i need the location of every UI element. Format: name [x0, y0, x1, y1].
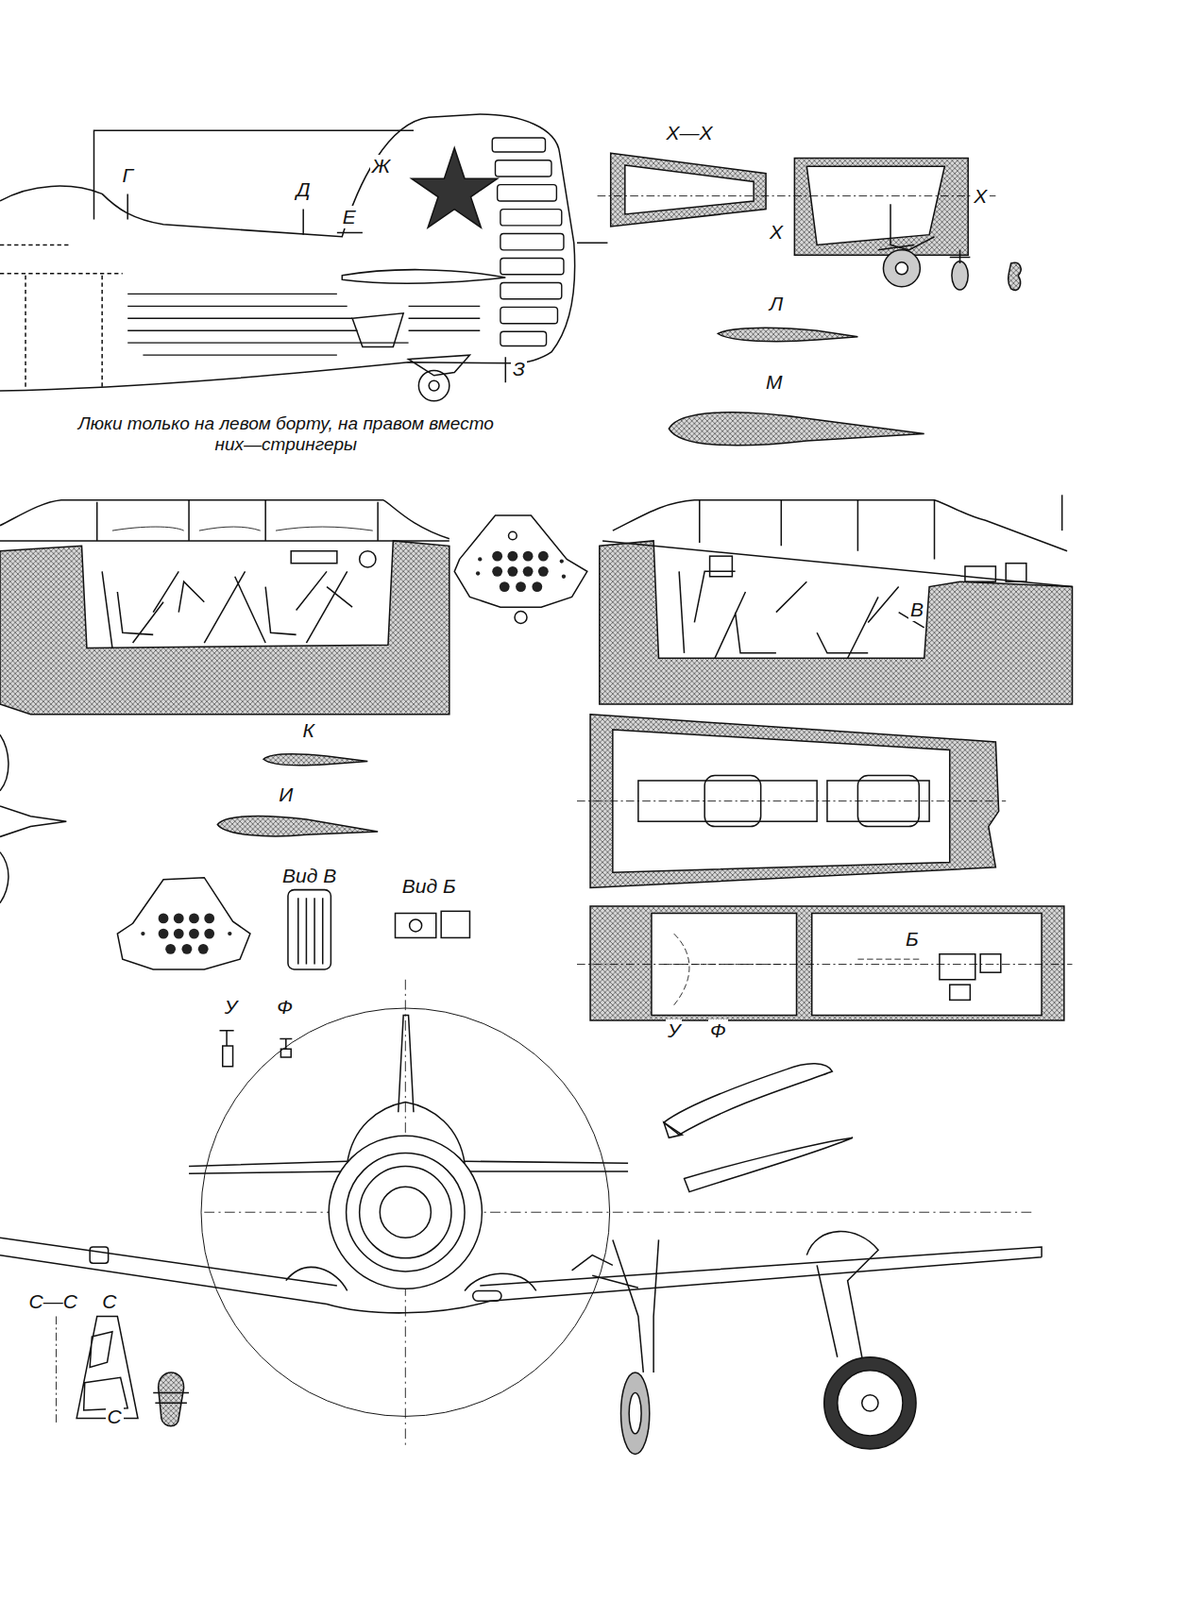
section-letter: С	[105, 1406, 124, 1429]
section-letter: Е	[340, 205, 358, 229]
section-letter: З	[510, 357, 527, 381]
section-letter: Г	[119, 164, 135, 187]
section-letter: В	[908, 598, 926, 622]
section-letter: С	[100, 1290, 119, 1314]
section-letter: Ф	[708, 1019, 729, 1043]
section-letter: Х	[971, 185, 989, 208]
drawing-note: Люки только на левом борту, на правом вм…	[69, 413, 503, 456]
section-letter: Ф	[274, 996, 295, 1019]
section-letter: М	[763, 371, 785, 394]
section-letter: Вид Б	[400, 875, 458, 899]
section-letter: Б	[903, 928, 921, 951]
section-letter: С—С	[27, 1290, 80, 1314]
section-letter: Л	[767, 292, 785, 316]
section-letter: У	[665, 1019, 682, 1043]
section-letter: Х	[767, 220, 785, 244]
section-letter: У	[222, 996, 239, 1019]
section-letter: К	[300, 719, 316, 743]
section-letter: Вид В	[280, 864, 339, 888]
section-letter: Х—Х	[663, 121, 714, 145]
section-letter: Ж	[370, 154, 392, 178]
section-letter: И	[276, 783, 295, 807]
section-letter: Д	[294, 178, 313, 202]
